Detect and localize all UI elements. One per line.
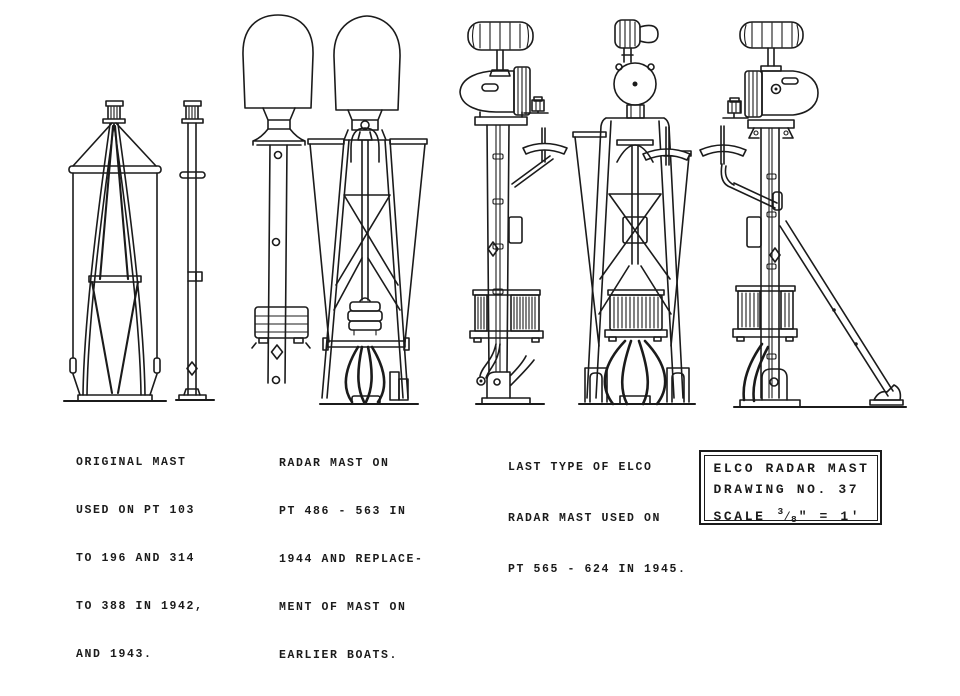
caption-line: MENT OF MAST ON (279, 601, 407, 614)
caption-original-mast: ORIGINAL MAST USED ON PT 103 TO 196 AND … (76, 423, 204, 695)
figure-late-radar-mast-front-view (572, 19, 697, 406)
figure-late-radar-mast-braced-side-view (699, 21, 908, 409)
caption-line: ORIGINAL MAST (76, 456, 187, 469)
scale-label: SCALE (713, 508, 766, 524)
figure-original-lattice-mast-front-view (62, 100, 168, 403)
caption-line: LAST TYPE OF ELCO (508, 461, 653, 474)
blueprint-sheet: ORIGINAL MAST USED ON PT 103 TO 196 AND … (62, 14, 908, 662)
caption-line: 1944 AND REPLACE- (279, 553, 424, 566)
caption-line: USED ON PT 103 (76, 504, 196, 517)
caption-line: AND 1943. (76, 648, 153, 661)
title-block-drawing-number: DRAWING NO. 37 (713, 482, 860, 497)
figure-radome-mast-side-view (242, 14, 314, 385)
caption-line: EARLIER BOATS. (279, 649, 399, 662)
scale-numerator: 3 (777, 505, 784, 517)
caption-line: TO 196 AND 314 (76, 552, 196, 565)
title-block-inner: ELCO RADAR MAST DRAWING NO. 37 SCALE 3⁄8"… (703, 454, 878, 525)
caption-line: RADAR MAST USED ON (508, 512, 662, 525)
caption-line: TO 388 IN 1942, (76, 600, 204, 613)
caption-line: PT 486 - 563 IN (279, 505, 407, 518)
title-block-title: ELCO RADAR MAST (713, 460, 870, 476)
scale-slash: ⁄ (783, 508, 792, 524)
caption-line: RADAR MAST ON (279, 457, 390, 470)
scale-fraction: 3⁄8 (778, 501, 797, 531)
figure-original-mast-side-view (174, 100, 216, 402)
title-block-scale: SCALE 3⁄8" = 1' (714, 501, 877, 531)
figure-radome-mast-front-view (307, 15, 428, 406)
figure-late-radar-mast-side-view (459, 21, 568, 406)
caption-line: PT 565 - 624 IN 1945. (508, 563, 687, 576)
scale-denominator: 8 (791, 513, 797, 525)
scale-suffix: " = 1' (798, 508, 862, 524)
title-block: ELCO RADAR MAST DRAWING NO. 37 SCALE 3⁄8"… (699, 450, 882, 525)
caption-last-type-mast: LAST TYPE OF ELCO RADAR MAST USED ON PT … (508, 425, 687, 612)
caption-radome-mast: RADAR MAST ON PT 486 - 563 IN 1944 AND R… (279, 424, 424, 696)
